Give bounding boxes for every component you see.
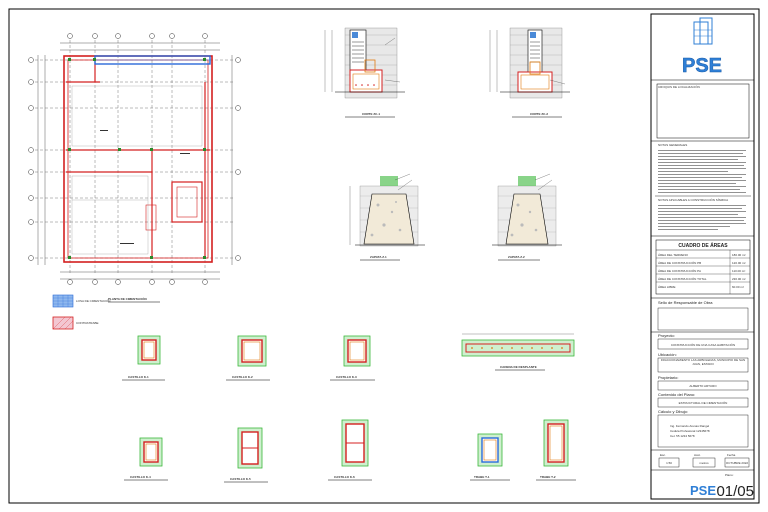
date-value: OCTUBRE 2022: [726, 461, 749, 465]
column-title-k4: CASTILLO K-4: [130, 475, 151, 479]
areas-row-label: ÁREA LIBRE: [658, 285, 676, 289]
footing-z1: ZAPATA Z-1: [349, 173, 425, 261]
responsible-label: Sello de Responsable de Obra: [658, 300, 713, 305]
scale-value: 1:50: [666, 461, 672, 465]
general-notes-text: [658, 150, 746, 193]
areas-title: CUADRO DE ÁREAS: [678, 242, 728, 249]
company-logo: PSE: [682, 17, 722, 77]
section-zc1: CORTE ZC-1: [324, 27, 405, 118]
notes-label: NOTAS GENERALES: [658, 143, 687, 147]
seismic-notes-text: [658, 205, 746, 230]
areas-row-value: 230.00 m²: [732, 277, 746, 281]
project-value: CONSTRUCCIÓN DE UNA CASA HABITACIÓN: [671, 342, 735, 347]
content-label: Contenido del Plano:: [658, 392, 695, 397]
beam-detail: CADENA DE DESPLANTE: [461, 333, 575, 371]
section-title-zc1: CORTE ZC-1: [362, 112, 380, 116]
column-title-k6: CASTILLO K-6: [334, 475, 355, 479]
plan-legend: LOSA DE CIMENTACIÓN CONTRATRABE PLANTA D…: [52, 294, 160, 330]
title-block-frame: [650, 13, 755, 500]
column-title-t2: TRABE T-2: [540, 475, 556, 479]
beam-title: CADENA DE DESPLANTE: [500, 365, 537, 369]
areas-row-value: 180.00 m²: [732, 253, 746, 257]
content-value: ESTRUCTURAL DE CIMENTACIÓN: [679, 400, 728, 405]
areas-row-value: 60.00 m²: [732, 285, 744, 289]
areas-row-label: ÁREA DE CONSTRUCCIÓN TOTAL: [658, 276, 707, 281]
logo-text: PSE: [682, 55, 722, 77]
drawn-line: Cédula Profesional 12345678: [670, 429, 710, 433]
legend-label-beam: CONTRATRABE: [76, 321, 98, 325]
plano-label: Plano:: [725, 473, 734, 477]
units-value: metros: [699, 461, 709, 465]
areas-table: ÁREA DEL TERRENO ÁREA DE CONSTRUCCIÓN PB…: [656, 250, 750, 294]
footing-z2: ZAPATA Z-2: [492, 173, 562, 261]
location-value: FRACCIONAMIENTO LAS ARBOLEDAS, MUNICIPIO…: [660, 359, 746, 366]
scale-label: Esc.: [660, 453, 666, 457]
areas-row-label: ÁREA DE CONSTRUCCIÓN PA: [658, 268, 701, 273]
plan-title: PLANTA DE CIMENTACIÓN: [108, 296, 147, 301]
section-title-z1: ZAPATA Z-1: [370, 255, 387, 259]
areas-row-value: 120.00 m²: [732, 261, 746, 265]
column-title-k3: CASTILLO K-3: [336, 375, 357, 379]
column-title-t1: TRABE T-1: [474, 475, 490, 479]
areas-row-label: ÁREA DE CONSTRUCCIÓN PB: [658, 260, 701, 265]
seismic-notes-label: NOTAS APLICABLES A CONSTRUCCIÓN SÍSMICA: [658, 197, 728, 202]
sheet-number: 01/05: [716, 483, 754, 500]
owner-label: Propietario:: [658, 375, 678, 380]
column-title-k1: CASTILLO K-1: [128, 375, 149, 379]
date-label: Fecha: [727, 453, 736, 457]
title-block: PSE CROQUIS DE LOCALIZACIÓN NOTAS GENERA…: [650, 13, 755, 500]
location-sketch-label: CROQUIS DE LOCALIZACIÓN: [658, 84, 700, 89]
foundation-plan: [28, 33, 241, 285]
legend-label-slab: LOSA DE CIMENTACIÓN: [76, 298, 110, 303]
column-details-row2: CASTILLO K-4 CASTILLO K-5 CASTILLO K-6 T…: [124, 419, 576, 483]
drawn-label: Cálculo y Dibujo:: [658, 409, 688, 414]
footer-logo-text: PSE: [690, 483, 716, 498]
section-title-zc2: CORTE ZC-2: [530, 112, 548, 116]
column-title-k5: CASTILLO K-5: [230, 477, 251, 481]
units-label: Acot.: [694, 453, 701, 457]
drawn-line: Ing. Fernando Arenas Rangel: [670, 424, 710, 428]
owner-value: ALBERTO ARTURO: [689, 384, 717, 388]
column-details-row1: CASTILLO K-1 CASTILLO K-2 CASTILLO K-3: [122, 335, 375, 381]
drawn-line: Cel. 55 1234 5678: [670, 434, 695, 438]
column-title-k2: CASTILLO K-2: [232, 375, 253, 379]
areas-row-value: 110.00 m²: [732, 269, 745, 273]
section-zc2: CORTE ZC-2: [489, 27, 570, 118]
project-label: Proyecto:: [658, 333, 675, 338]
areas-row-label: ÁREA DEL TERRENO: [658, 253, 689, 257]
sheet-border: [8, 8, 760, 504]
location-label: Ubicación:: [658, 352, 677, 357]
section-title-z2: ZAPATA Z-2: [508, 255, 525, 259]
